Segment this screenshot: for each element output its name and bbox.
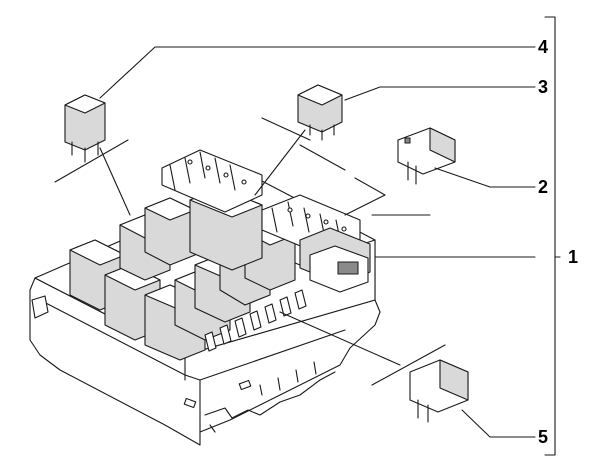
relay-part-4 (64, 94, 106, 163)
callout-1: 1 (568, 247, 578, 267)
fuse-box-assembly (29, 149, 381, 446)
callout-3: 3 (538, 77, 548, 97)
fuse-part-2 (397, 127, 456, 185)
leader-lines (54, 16, 561, 456)
mini-fuse-row (204, 289, 307, 352)
relay-part-3 (297, 84, 343, 141)
callout-2: 2 (538, 177, 548, 197)
callout-5: 5 (538, 427, 548, 447)
back-fuse-strip (161, 149, 263, 213)
large-relay-block (69, 197, 296, 361)
callout-4: 4 (538, 37, 548, 57)
fuse-part-5 (409, 359, 469, 423)
mounting-clip (31, 295, 49, 319)
